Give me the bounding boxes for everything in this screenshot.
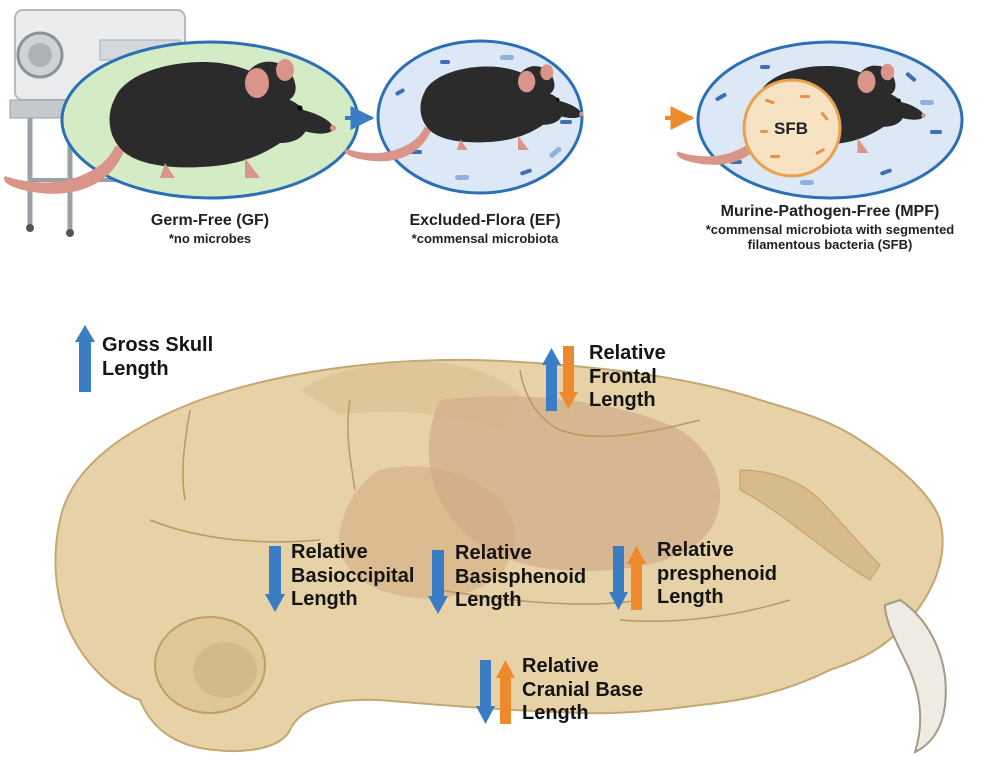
presphenoid-label: Relative presphenoid Length [657,539,777,610]
sfb-label: SFB [774,119,808,138]
gross-skull-arrow-up [75,325,95,392]
ef-label: Excluded-Flora (EF) *commensal microbiot… [395,212,575,246]
excluded-flora-mouse-illustration [345,41,584,193]
basisphenoid-label: Relative Basisphenoid Length [455,542,586,613]
ef-note: *commensal microbiota [395,231,575,246]
gf-note: *no microbes [110,231,310,246]
cranial-base-label: Relative Cranial Base Length [522,655,643,726]
mpf-note-line1: *commensal microbiota with segmented [680,222,980,237]
gf-label: Germ-Free (GF) *no microbes [110,212,310,246]
murine-pathogen-free-mouse-illustration [677,42,962,198]
mpf-label: Murine-Pathogen-Free (MPF) *commensal mi… [680,203,980,253]
gross-skull-label: Gross Skull Length [102,334,213,381]
gf-title: Germ-Free (GF) [110,212,310,231]
mpf-note-line2: filamentous bacteria (SFB) [680,237,980,252]
basioccipital-label: Relative Basioccipital Length [291,541,414,612]
ef-title: Excluded-Flora (EF) [395,212,575,231]
mpf-title: Murine-Pathogen-Free (MPF) [680,203,980,222]
frontal-label: Relative Frontal Length [589,342,666,413]
